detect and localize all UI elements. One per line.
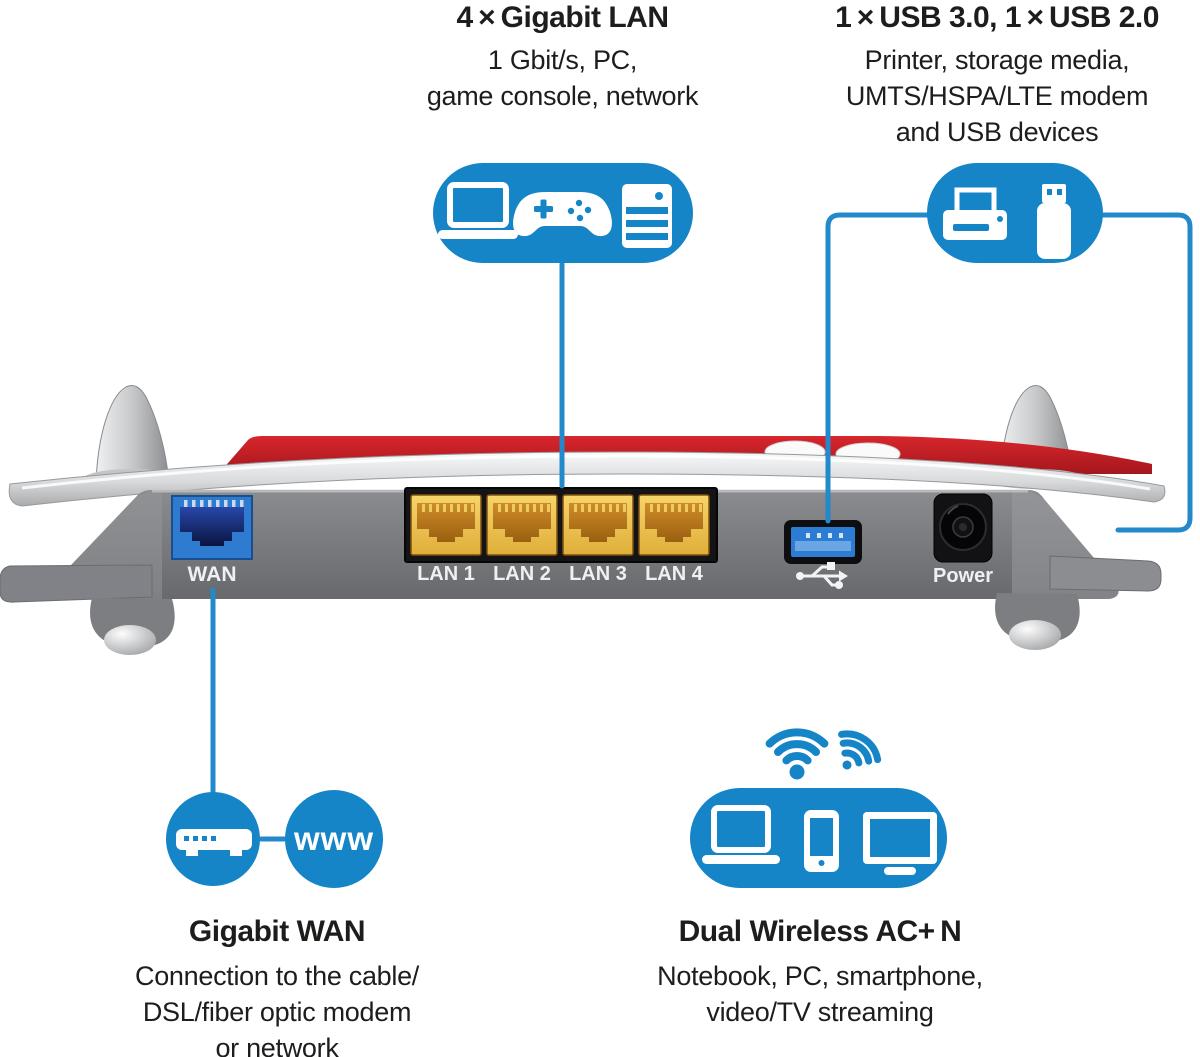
- usb3-port: [784, 520, 862, 564]
- connector-usb3: [825, 212, 931, 524]
- laptop-icon: [438, 182, 518, 239]
- usb-body-line-1: Printer, storage media,: [864, 45, 1130, 75]
- wan-body: Connection to the cable/ DSL/fiber optic…: [77, 958, 477, 1057]
- antenna-left: [95, 384, 170, 483]
- wireless-body: Notebook, PC, smartphone, video/TV strea…: [610, 958, 1030, 1030]
- pc-tower-icon: [622, 184, 672, 248]
- power-jack: [933, 493, 993, 563]
- lan-title: 4 × Gigabit LAN: [456, 1, 669, 34]
- tv-icon: [863, 812, 937, 875]
- lan4-port-label: LAN 4: [645, 563, 704, 585]
- router-illustration: WAN LAN 1 LAN 2 LAN 3 LAN 4 Power: [0, 384, 1166, 655]
- lan-body-line-2: game console, network: [426, 81, 699, 111]
- www-badge: www: [285, 790, 383, 888]
- usb-trident-icon: [796, 562, 848, 589]
- printer-icon: [943, 187, 1007, 240]
- modem-icon: [176, 829, 252, 856]
- wan-title: Gigabit WAN: [188, 915, 366, 948]
- usb-stick-icon: [1037, 184, 1071, 259]
- wireless-pill: [690, 788, 947, 888]
- lan-body: 1 Gbit/s, PC, game console, network: [380, 42, 745, 114]
- callout-usb-text: 1 × USB 3.0, 1 × USB 2.0 Printer, storag…: [792, 0, 1200, 150]
- lan-port-block: [404, 487, 718, 563]
- lan-pill: [433, 163, 693, 263]
- usb-body: Printer, storage media, UMTS/HSPA/LTE mo…: [792, 42, 1200, 150]
- usb-body-line-2: UMTS/HSPA/LTE modem: [845, 81, 1149, 111]
- connector-usb2-side: [1100, 212, 1193, 533]
- smartphone-icon: [804, 810, 839, 872]
- usb-pill: [927, 163, 1103, 263]
- wan-modem-badge: [166, 792, 260, 886]
- lan2-port-label: LAN 2: [493, 563, 551, 585]
- callout-wireless-text: Dual Wireless AC+ N Notebook, PC, smartp…: [610, 914, 1030, 1030]
- left-wing: [0, 564, 153, 603]
- usb-body-line-3: and USB devices: [895, 117, 1099, 147]
- right-foot: [995, 593, 1080, 650]
- wifi-icon: [765, 726, 886, 780]
- lan1-port-label: LAN 1: [417, 563, 475, 585]
- wan-port-label: WAN: [188, 563, 237, 586]
- lan-port: [410, 494, 482, 556]
- usb-title: 1 × USB 3.0, 1 × USB 2.0: [835, 1, 1159, 34]
- www-label: www: [293, 820, 374, 857]
- wireless-body-line-2: video/TV streaming: [706, 997, 934, 1027]
- wan-body-line-3: or network: [215, 1033, 339, 1057]
- callout-lan-text: 4 × Gigabit LAN 1 Gbit/s, PC, game conso…: [380, 0, 745, 114]
- wan-body-line-1: Connection to the cable/: [135, 961, 419, 991]
- wireless-body-line-1: Notebook, PC, smartphone,: [657, 961, 983, 991]
- lan-body-line-1: 1 Gbit/s, PC,: [487, 45, 638, 75]
- router-silver-rim: [8, 451, 1166, 507]
- power-label: Power: [933, 565, 993, 587]
- wan-body-line-2: DSL/fiber optic modem: [142, 997, 412, 1027]
- laptop-icon: [702, 805, 780, 864]
- callout-wan-text: Gigabit WAN Connection to the cable/ DSL…: [77, 914, 477, 1057]
- left-foot: [90, 598, 175, 655]
- wireless-title: Dual Wireless AC+ N: [678, 915, 962, 948]
- wan-port: [171, 495, 253, 560]
- right-wing: [1049, 555, 1162, 592]
- lan3-port-label: LAN 3: [569, 563, 627, 585]
- gamepad-icon: [513, 192, 612, 237]
